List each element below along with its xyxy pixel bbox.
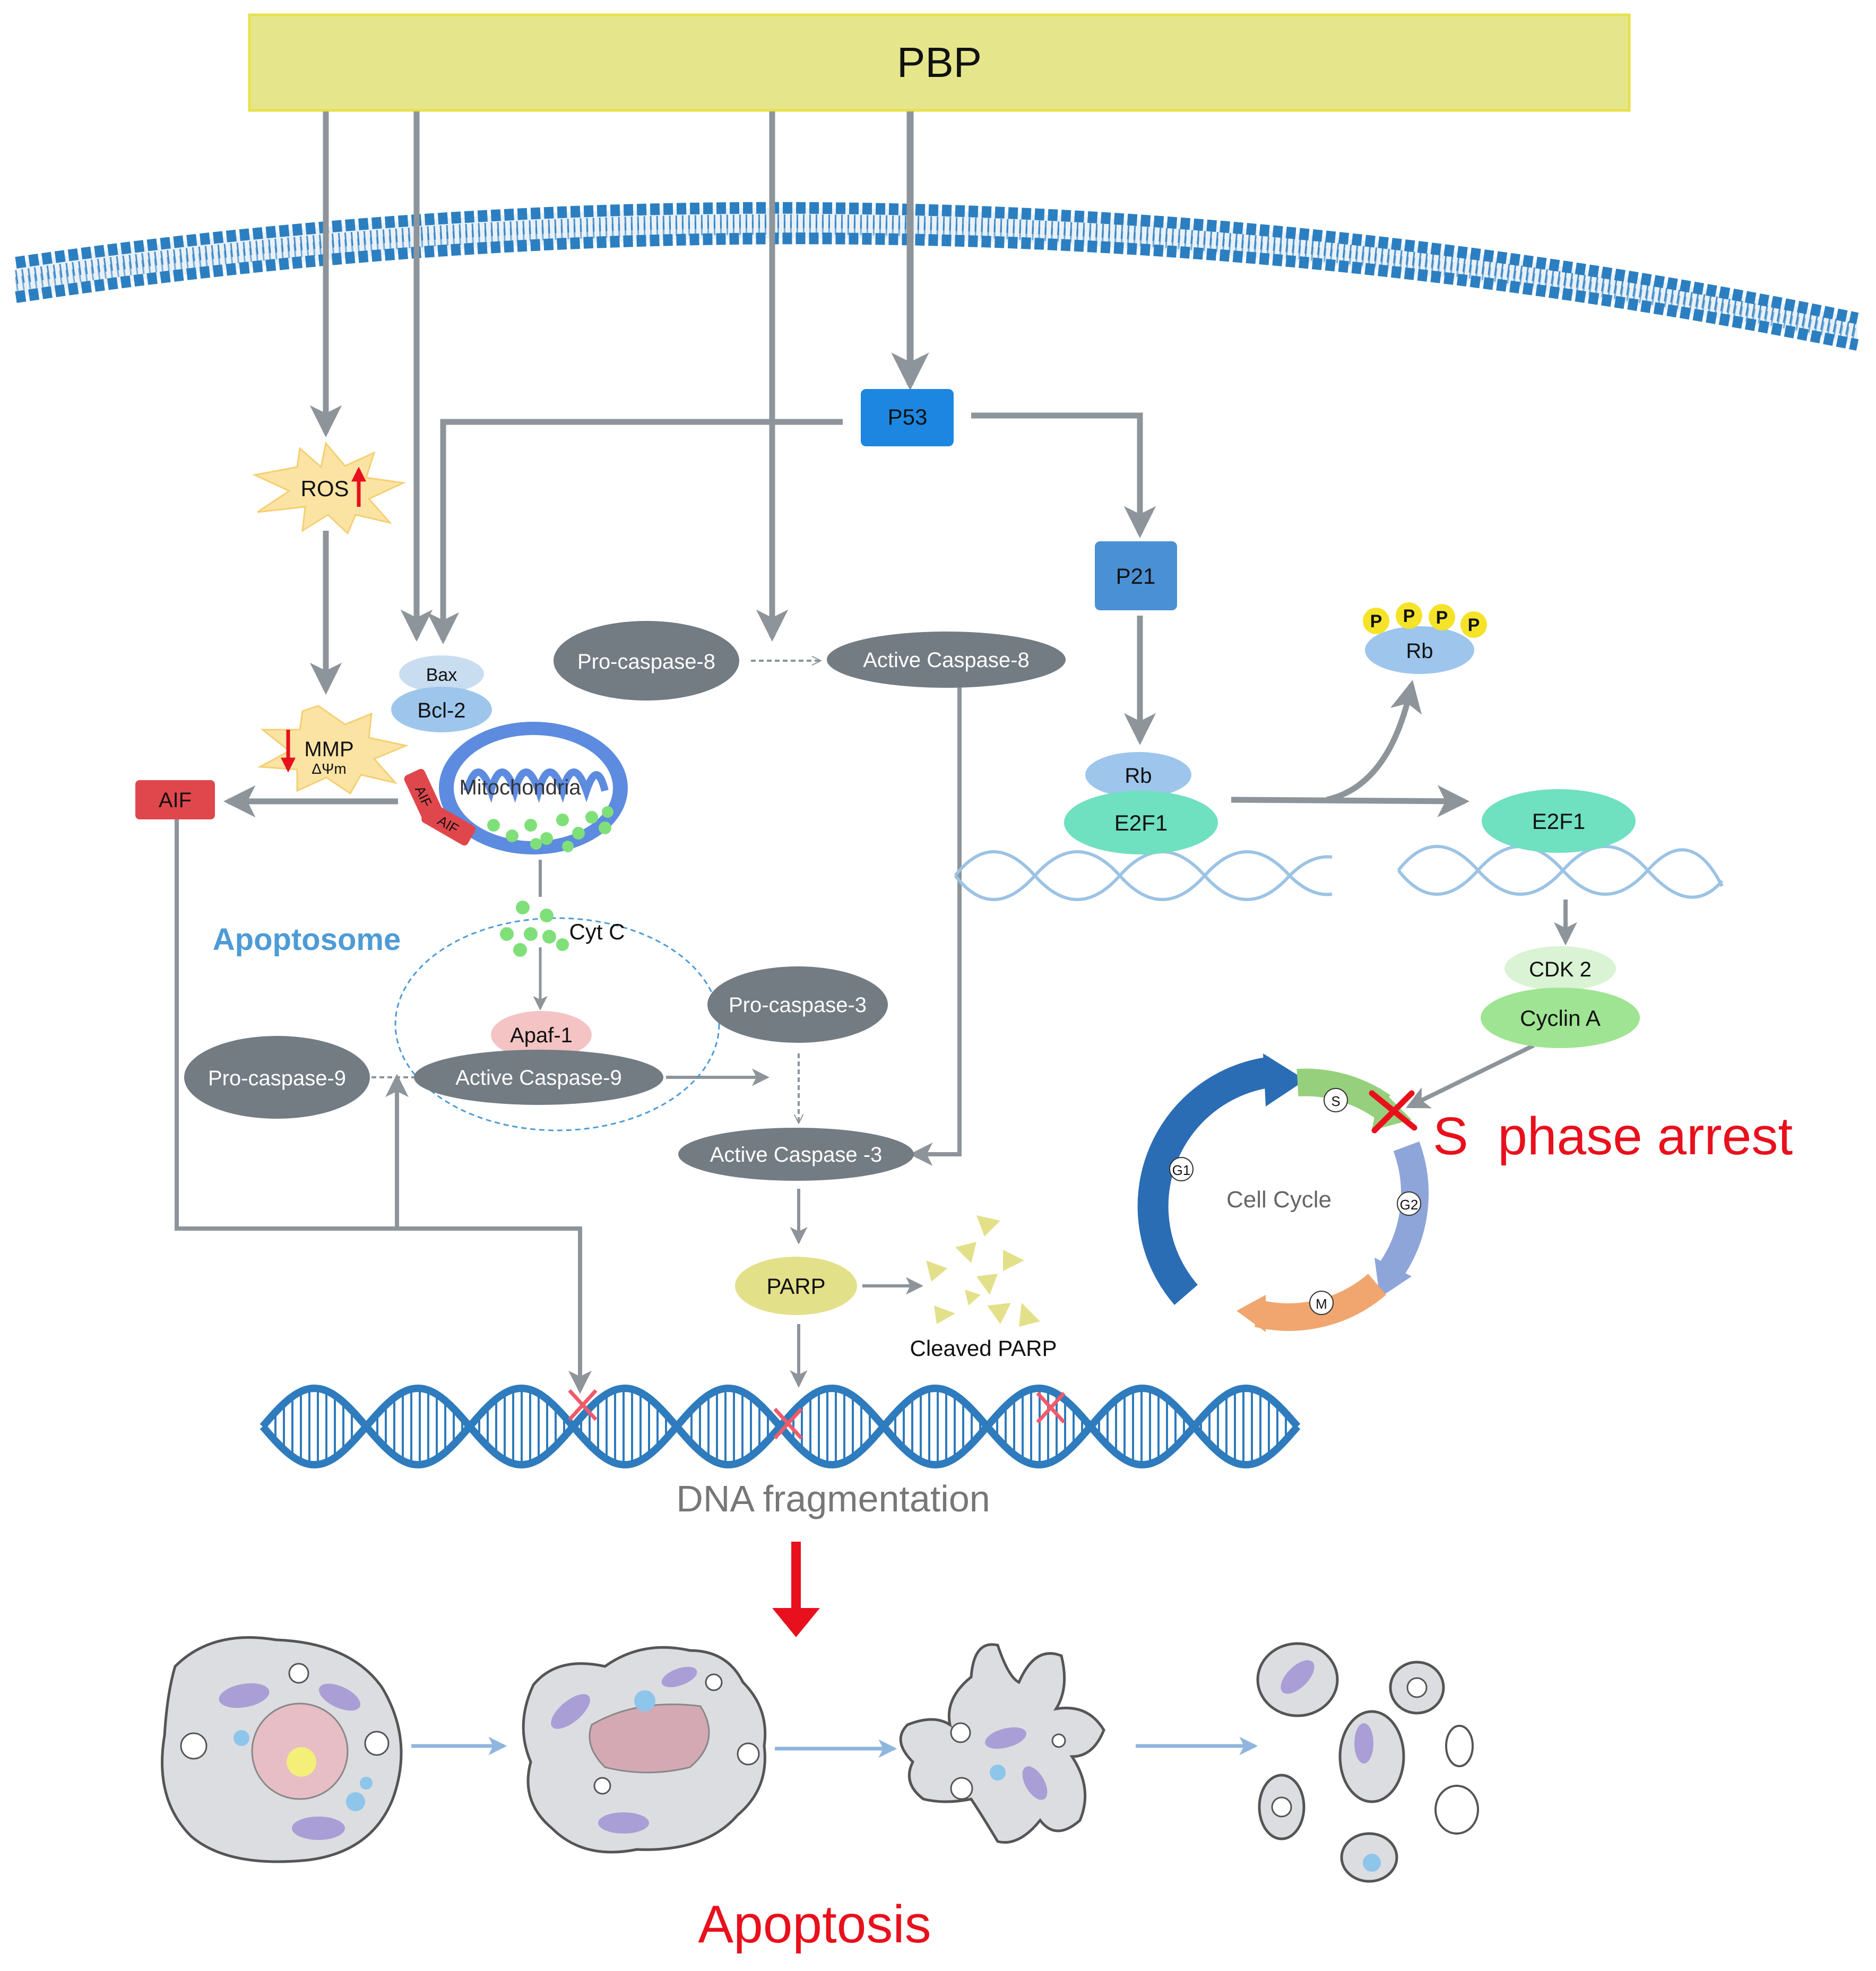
active-caspase-3: Active Caspase -3: [678, 1128, 914, 1181]
s-phase-arrest-label: S phase arrest: [1433, 1106, 1793, 1166]
phase-s-label: S: [1331, 1093, 1340, 1109]
phospho-1-label: P: [1370, 611, 1382, 632]
pro-caspase-8: Pro-caspase-8: [554, 621, 739, 701]
pro-caspase-3-label: Pro-caspase-3: [729, 993, 867, 1017]
dna-fragmentation-label: DNA fragmentation: [676, 1478, 990, 1519]
parp-label: PARP: [766, 1274, 825, 1299]
rb-label: Rb: [1125, 764, 1152, 788]
phospho-3-label: P: [1436, 608, 1448, 628]
phospho-4-label: P: [1468, 615, 1480, 635]
phospho-rb-label: Rb: [1406, 639, 1433, 663]
pathway-arrows: [175, 111, 1577, 1394]
ros-label: ROS: [300, 476, 349, 501]
apoptosome: Apoptosome Cyt C Apaf-1 Active Caspase-9: [213, 901, 720, 1131]
dashed-arrows: [371, 661, 820, 1122]
pbp-box: PBP: [248, 13, 1631, 112]
mitochondria-label: Mitochondria: [459, 776, 581, 799]
dna-break-icons: [568, 1389, 1066, 1440]
bcl2-label: Bcl-2: [417, 699, 465, 722]
apoptosis-stages: [161, 1636, 1479, 1883]
p21-box: P21: [1095, 541, 1177, 610]
cleaved-parp-fragments: [926, 1215, 1040, 1327]
active-caspase-8-label: Active Caspase-8: [863, 649, 1029, 672]
cdk2-label: CDK 2: [1529, 958, 1592, 981]
bax-label: Bax: [426, 665, 457, 685]
apoptosis-arrow-icon: [772, 1542, 820, 1637]
apaf1-label: Apaf-1: [510, 1024, 573, 1047]
pro-caspase-9: Pro-caspase-9: [184, 1036, 370, 1119]
shrinking-cell: [522, 1646, 767, 1854]
mmp-burst: MMP ΔΨm: [257, 705, 409, 795]
cell-cycle-label: Cell Cycle: [1226, 1187, 1332, 1213]
bax-bcl2: Bax Bcl-2: [391, 655, 492, 732]
phase-g2-label: G2: [1400, 1197, 1419, 1213]
p53-box: P53: [861, 389, 954, 446]
blebbing-cell: [899, 1643, 1105, 1844]
mitochondria: Mitochondria AIF AIF: [404, 722, 628, 854]
e2f1-label: E2F1: [1114, 810, 1168, 835]
active-caspase-8: Active Caspase-8: [827, 632, 1066, 688]
pbp-label: PBP: [897, 39, 982, 86]
cleaved-parp-label: Cleaved PARP: [910, 1336, 1057, 1361]
apoptosis-label: Apoptosis: [698, 1895, 931, 1954]
delta-psi-label: ΔΨm: [312, 760, 346, 777]
apoptosome-label: Apoptosome: [213, 922, 401, 957]
e2f1-free-label: E2F1: [1532, 809, 1585, 834]
dna-helix: [260, 1384, 1301, 1469]
healthy-cell: [161, 1636, 403, 1863]
pro-caspase-8-label: Pro-caspase-8: [577, 650, 715, 673]
cytc-label: Cyt C: [569, 919, 625, 944]
active-caspase-3-label: Active Caspase -3: [710, 1143, 883, 1166]
free-e2f1: E2F1: [1397, 789, 1724, 899]
cyclin-a-label: Cyclin A: [1520, 1006, 1601, 1031]
parp: PARP: [735, 1257, 857, 1315]
cdk2-cyclin-a: CDK 2 Cyclin A: [1481, 946, 1640, 1048]
mmp-label: MMP: [304, 738, 353, 761]
rb-e2f1-complex: Rb E2F1: [954, 752, 1333, 901]
cell-membrane: [15, 202, 1859, 351]
phospho-rb: Rb P P P P: [1363, 602, 1487, 674]
pro-caspase-9-label: Pro-caspase-9: [208, 1067, 346, 1090]
pro-caspase-3: Pro-caspase-3: [707, 966, 888, 1043]
p53-label: P53: [888, 404, 928, 429]
apoptotic-bodies: [1256, 1642, 1479, 1883]
cytc-granules: [487, 806, 613, 852]
phase-g1-label: G1: [1172, 1162, 1191, 1178]
p21-label: P21: [1116, 564, 1156, 589]
phase-m-label: M: [1316, 1296, 1327, 1312]
aif-label: AIF: [159, 789, 192, 812]
active-caspase-9-label: Active Caspase-9: [455, 1066, 621, 1090]
phospho-2-label: P: [1403, 606, 1415, 626]
aif-box: AIF: [135, 780, 215, 819]
ros-burst: ROS: [252, 441, 407, 535]
s-phase-block-icon: [1369, 1090, 1417, 1134]
cell-cycle: Cell Cycle G1 S G2 M: [1137, 1053, 1429, 1332]
